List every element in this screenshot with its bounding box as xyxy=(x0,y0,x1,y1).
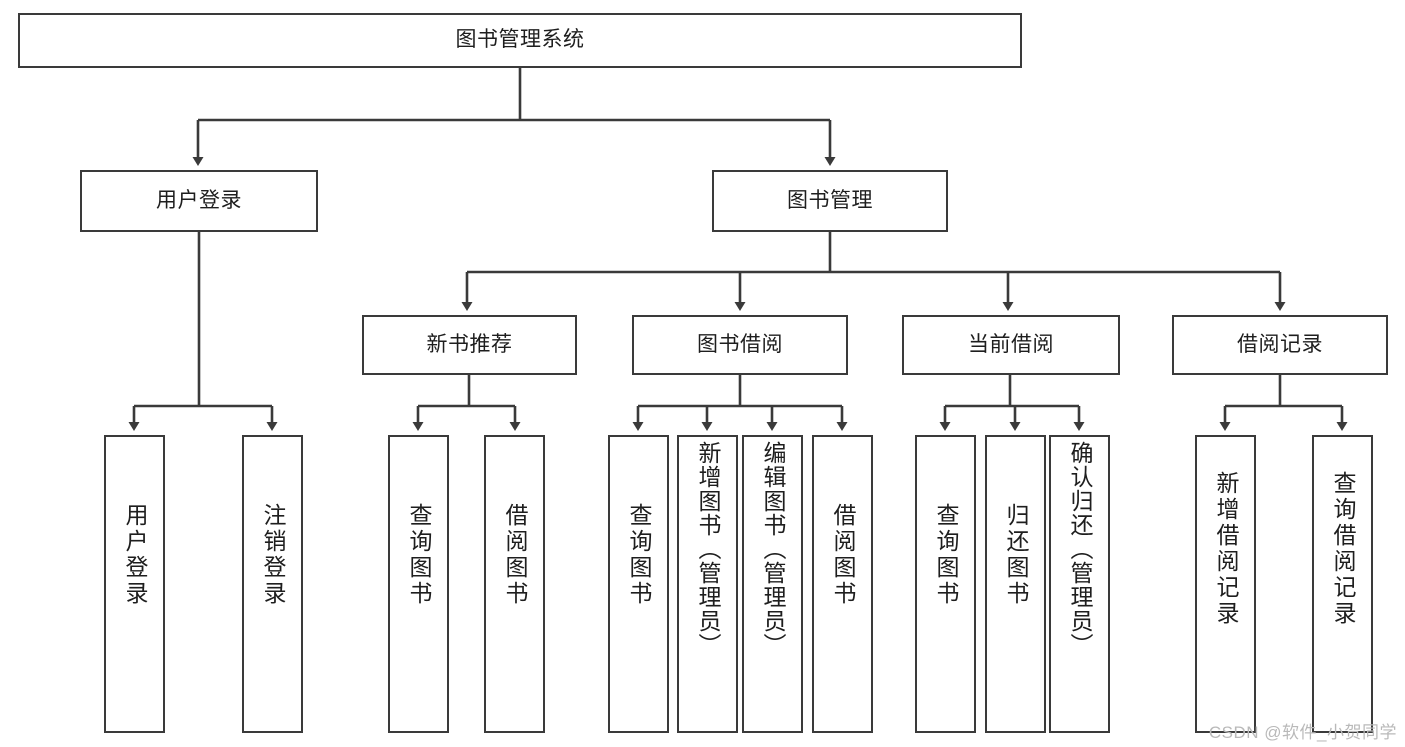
node-leaf-bb-borrow-book-label: 借阅图书 xyxy=(830,503,856,607)
node-user-login[interactable]: 用户登录 xyxy=(80,170,318,232)
node-leaf-rec-borrow-book[interactable]: 借阅图书 xyxy=(484,435,545,733)
node-book-manage-label: 图书管理 xyxy=(787,188,873,212)
node-book-borrow[interactable]: 图书借阅 xyxy=(632,315,848,375)
node-leaf-cb-return-book[interactable]: 归还图书 xyxy=(985,435,1046,733)
node-root[interactable]: 图书管理系统 xyxy=(18,13,1022,68)
node-leaf-bb-query-book-label: 查询图书 xyxy=(626,503,652,607)
node-new-book-recommend[interactable]: 新书推荐 xyxy=(362,315,577,375)
node-new-book-recommend-label: 新书推荐 xyxy=(426,332,513,356)
node-borrow-record[interactable]: 借阅记录 xyxy=(1172,315,1388,375)
node-current-borrow-label: 当前借阅 xyxy=(968,332,1054,356)
node-user-login-label: 用户登录 xyxy=(156,188,242,212)
node-leaf-rec-borrow-book-label: 借阅图书 xyxy=(502,503,528,607)
node-borrow-record-label: 借阅记录 xyxy=(1237,332,1323,356)
node-leaf-user-logout[interactable]: 注销登录 xyxy=(242,435,303,733)
node-leaf-bb-query-book[interactable]: 查询图书 xyxy=(608,435,669,733)
node-leaf-cb-query-book[interactable]: 查询图书 xyxy=(915,435,976,733)
node-book-borrow-label: 图书借阅 xyxy=(697,332,783,356)
node-leaf-br-query-record-label: 查询借阅记录 xyxy=(1330,471,1356,627)
node-current-borrow[interactable]: 当前借阅 xyxy=(902,315,1120,375)
node-leaf-rec-query-book[interactable]: 查询图书 xyxy=(388,435,449,733)
node-leaf-bb-borrow-book[interactable]: 借阅图书 xyxy=(812,435,873,733)
csdn-watermark: CSDN @软件_小贺同学 xyxy=(1208,723,1397,742)
node-leaf-br-add-record-label: 新增借阅记录 xyxy=(1213,471,1239,627)
node-leaf-cb-query-book-label: 查询图书 xyxy=(933,503,959,607)
node-leaf-bb-add-book-label: 新增图书（管理员） xyxy=(695,441,721,657)
node-leaf-cb-confirm-return-label: 确认归还（管理员） xyxy=(1067,441,1093,657)
node-leaf-br-add-record[interactable]: 新增借阅记录 xyxy=(1195,435,1256,733)
node-leaf-cb-return-book-label: 归还图书 xyxy=(1003,503,1029,607)
node-leaf-user-login[interactable]: 用户登录 xyxy=(104,435,165,733)
node-leaf-user-login-label: 用户登录 xyxy=(122,503,148,607)
node-book-manage[interactable]: 图书管理 xyxy=(712,170,948,232)
node-root-label: 图书管理系统 xyxy=(455,28,585,52)
node-leaf-br-query-record[interactable]: 查询借阅记录 xyxy=(1312,435,1373,733)
node-leaf-bb-add-book[interactable]: 新增图书（管理员） xyxy=(677,435,738,733)
node-leaf-user-logout-label: 注销登录 xyxy=(260,503,286,607)
node-leaf-bb-edit-book-label: 编辑图书（管理员） xyxy=(760,441,786,657)
node-leaf-bb-edit-book[interactable]: 编辑图书（管理员） xyxy=(742,435,803,733)
node-leaf-rec-query-book-label: 查询图书 xyxy=(406,503,432,607)
node-leaf-cb-confirm-return[interactable]: 确认归还（管理员） xyxy=(1049,435,1110,733)
